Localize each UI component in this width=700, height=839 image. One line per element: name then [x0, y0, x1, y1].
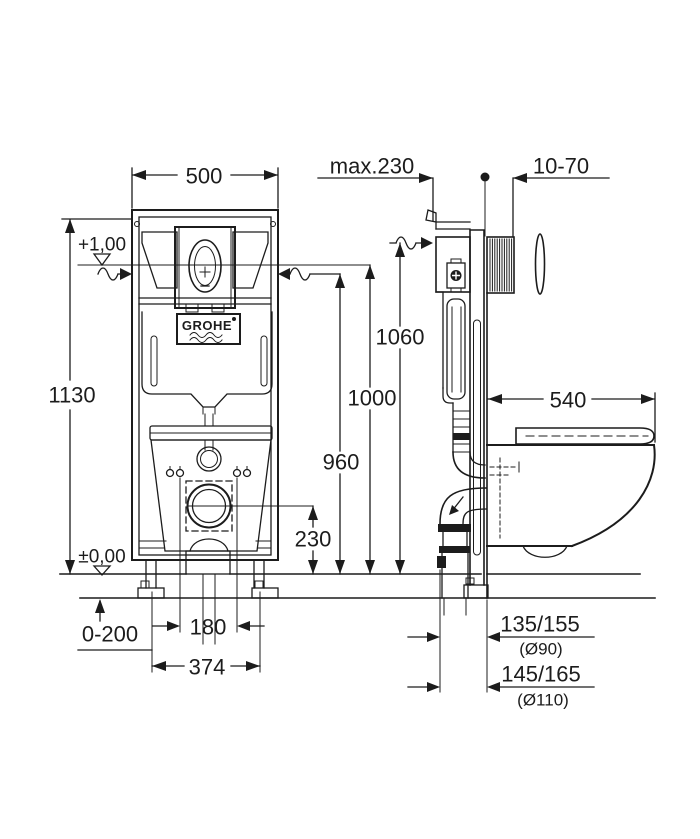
level-triangle-icon — [92, 253, 112, 267]
dim-label: 230 — [295, 527, 332, 552]
fixing-rod-dashes — [489, 466, 517, 476]
rail-slot-right — [260, 335, 268, 387]
drain-extension-lines — [439, 569, 488, 693]
dim-label: 500 — [186, 164, 223, 189]
dim-label: 960 — [323, 450, 360, 475]
dim-fixing-bolt-spacing: 180 — [152, 477, 265, 640]
cistern-tank — [141, 311, 273, 408]
flush-pipe — [452, 402, 486, 479]
dim-label: max.230 — [330, 154, 414, 179]
toilet-bowl — [486, 443, 656, 558]
flush-valve — [446, 298, 466, 400]
dim-label: 1060 — [376, 325, 425, 350]
dim-label: 135/155 — [500, 612, 580, 637]
dim-outlet-height: 230 — [186, 505, 332, 575]
dimensions: 500 max.230 10-70 1130 1060 — [48, 154, 656, 710]
dim-drain-offset-d110: 145/165 (Ø110) — [407, 662, 595, 710]
level-zero-label: ±0,00 — [78, 547, 125, 568]
toilet-seat — [515, 427, 655, 445]
dim-label: 540 — [550, 388, 587, 413]
frame-rail-profile — [469, 229, 485, 586]
pipe-clamp — [437, 556, 446, 568]
dim-label: 1130 — [48, 383, 95, 408]
reference-dot-icon — [480, 172, 490, 182]
dim-label: 0-200 — [82, 622, 138, 647]
side-view — [425, 209, 656, 616]
level-mark-plus: +1,00 — [77, 235, 371, 267]
water-supply-icon-left — [97, 267, 132, 281]
floor-lines — [59, 573, 656, 599]
corner-screw-icon — [134, 221, 140, 227]
front-view: GROHE — [131, 209, 279, 645]
frame-outline — [131, 209, 279, 561]
flush-plate-spacer — [486, 236, 515, 294]
flush-plate — [534, 233, 546, 295]
drain-pipe-below-floor — [202, 573, 216, 645]
logo-wave-icon — [189, 332, 223, 338]
dim-label: 10-70 — [533, 154, 589, 179]
dim-actuator-height: 1000 — [348, 264, 397, 575]
dim-depth-max: max.230 — [317, 154, 434, 222]
water-supply-icon-right — [278, 267, 341, 281]
dim-frame-height: 1130 — [48, 218, 133, 575]
dim-label: 180 — [190, 615, 227, 640]
dim-label: 145/165 — [501, 662, 581, 687]
dim-water-supply-height: 960 — [323, 273, 360, 575]
drain-elbow — [437, 487, 487, 616]
flush-bend-port — [196, 446, 222, 472]
actuator-plate — [174, 226, 236, 309]
registered-dot-icon — [232, 317, 236, 321]
dim-sublabel: (Ø90) — [519, 640, 562, 659]
dim-plate-clearance: 10-70 — [512, 154, 610, 237]
fixing-bolts — [165, 466, 252, 478]
level-plus-label: +1,00 — [78, 235, 126, 256]
cistern-profile — [435, 236, 471, 404]
wall-bracket-hook — [425, 209, 437, 230]
dim-floor-buildup: 0-200 — [77, 599, 153, 651]
top-pocket-right — [232, 231, 269, 289]
dim-label: 374 — [189, 655, 226, 680]
brand-text: GROHE — [182, 318, 232, 333]
water-supply-icon-side — [389, 236, 433, 250]
dim-label: 1000 — [348, 386, 397, 411]
mounting-plate — [150, 439, 272, 552]
level-mark-zero: ±0,00 — [78, 547, 126, 576]
dim-top-connection-height: 1060 — [376, 242, 425, 575]
level-triangle-icon — [92, 565, 112, 576]
top-pocket-left — [141, 231, 178, 289]
grohe-logo: GROHE — [176, 313, 241, 345]
dim-frame-width: 500 — [131, 164, 279, 209]
dim-drain-offset-d90: 135/155 (Ø90) — [407, 612, 595, 659]
dim-sublabel: (Ø110) — [517, 691, 569, 710]
side-foot — [463, 584, 489, 599]
actuator-button — [188, 239, 222, 293]
dim-bowl-depth: 540 — [487, 388, 656, 443]
drain-socket-dome — [189, 538, 229, 552]
rail-slot-left — [150, 335, 158, 387]
dim-foot-anchor-spacing: 374 — [151, 591, 261, 680]
wall-bracket-arm — [435, 221, 471, 230]
corner-screw-icon — [270, 221, 276, 227]
bowl-trap-bump — [522, 545, 568, 558]
drain-socket-box — [185, 550, 231, 575]
support-feet — [137, 559, 279, 599]
